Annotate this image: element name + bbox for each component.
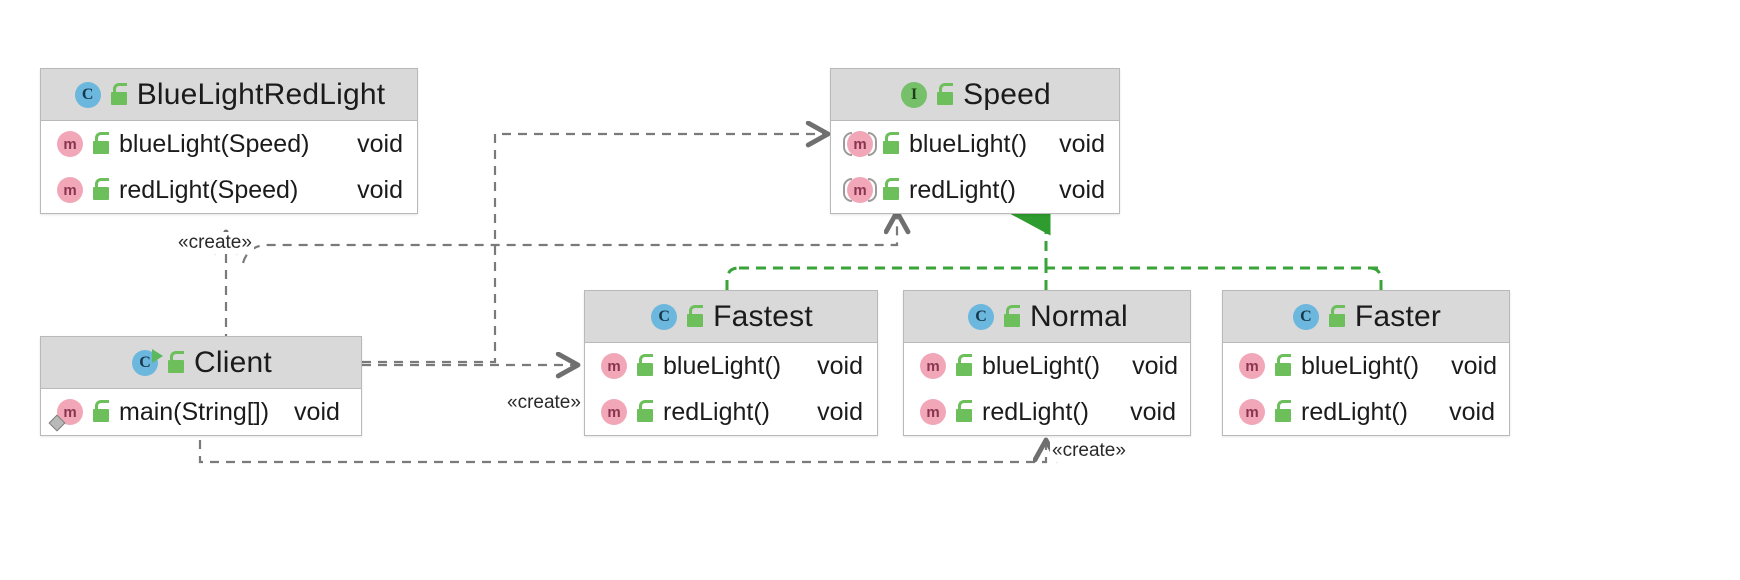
class-icon: C — [649, 302, 679, 332]
class-header-fastest[interactable]: C Fastest — [585, 291, 877, 343]
member-type: void — [1059, 129, 1106, 158]
unlock-icon — [882, 178, 902, 202]
member-row[interactable]: m main(String[]) void — [41, 389, 361, 435]
unlock-icon — [686, 304, 706, 329]
unlock-icon — [167, 350, 187, 375]
class-header-normal[interactable]: C Normal — [904, 291, 1190, 343]
member-type: void — [1451, 351, 1498, 380]
method-icon: m — [599, 397, 629, 427]
method-icon: m — [1237, 397, 1267, 427]
unlock-icon — [955, 354, 975, 378]
unlock-icon — [936, 82, 956, 107]
class-header-faster[interactable]: C Faster — [1223, 291, 1509, 343]
member-row[interactable]: m blueLight() void — [585, 343, 877, 389]
method-icon: m — [55, 129, 85, 159]
class-header-bluelightredlight[interactable]: C BlueLightRedLight — [41, 69, 417, 121]
class-members-client: m main(String[]) void — [41, 389, 361, 435]
member-type: void — [1059, 175, 1105, 204]
member-name: blueLight() — [909, 129, 1028, 158]
member-name: redLight() — [663, 397, 770, 426]
edge-label-create-normal: «create» — [1050, 440, 1128, 462]
edge-label-create-bluelightredlight: «create» — [176, 232, 254, 254]
method-icon: m — [55, 175, 85, 205]
class-name: Faster — [1354, 299, 1442, 333]
class-members-normal: m blueLight() void m redLight() void — [904, 343, 1190, 435]
member-name: blueLight() — [1301, 351, 1420, 380]
method-icon: m — [918, 351, 948, 381]
abstract-method-icon: m — [843, 175, 877, 205]
member-name: redLight(Speed) — [119, 175, 299, 204]
member-type: void — [1132, 351, 1179, 380]
class-icon: C — [1291, 302, 1321, 332]
class-name: Normal — [1030, 299, 1128, 333]
member-type: void — [817, 351, 863, 380]
unlock-icon — [1274, 354, 1294, 378]
member-row[interactable]: m redLight() void — [831, 167, 1119, 213]
member-name: redLight() — [982, 397, 1089, 426]
member-name: blueLight(Speed) — [119, 129, 310, 158]
unlock-icon — [636, 400, 656, 424]
class-name: Fastest — [713, 299, 813, 333]
member-type: void — [357, 129, 403, 158]
abstract-method-icon: m — [843, 129, 877, 159]
class-name: Speed — [963, 77, 1051, 111]
member-row[interactable]: m blueLight(Speed) void — [41, 121, 417, 167]
member-name: redLight() — [909, 175, 1016, 204]
member-name: main(String[]) — [119, 397, 270, 426]
class-box-client[interactable]: C Client m main(String[]) void — [40, 336, 362, 436]
edge-bluelightredlight-depends-speed — [241, 212, 897, 264]
unlock-icon — [636, 354, 656, 378]
class-box-faster[interactable]: C Faster m blueLight() void m — [1222, 290, 1510, 436]
unlock-icon — [92, 178, 112, 202]
member-row[interactable]: m blueLight() void — [904, 343, 1190, 389]
class-name: Client — [194, 345, 272, 379]
method-icon: m — [599, 351, 629, 381]
class-icon: C — [966, 302, 996, 332]
interface-icon: I — [899, 80, 929, 110]
unlock-icon — [955, 400, 975, 424]
member-row[interactable]: m blueLight() void — [1223, 343, 1509, 389]
unlock-icon — [92, 132, 112, 156]
class-header-speed[interactable]: I Speed — [831, 69, 1119, 121]
member-name: blueLight() — [982, 351, 1101, 380]
member-type: void — [1130, 397, 1176, 426]
member-row[interactable]: m redLight() void — [585, 389, 877, 435]
member-type: void — [357, 175, 403, 204]
unlock-icon — [1328, 304, 1348, 329]
unlock-icon — [1003, 304, 1023, 329]
member-type: void — [1449, 397, 1495, 426]
runnable-class-icon: C — [130, 348, 164, 378]
class-name: BlueLightRedLight — [136, 77, 386, 111]
edge-label-create-fastest: «create» — [505, 392, 583, 414]
unlock-icon — [1274, 400, 1294, 424]
class-icon: C — [73, 80, 103, 110]
class-members-faster: m blueLight() void m redLight() void — [1223, 343, 1509, 435]
member-name: blueLight() — [663, 351, 782, 380]
class-box-speed[interactable]: I Speed m blueLight() void — [830, 68, 1120, 214]
class-box-bluelightredlight[interactable]: C BlueLightRedLight m blueLight(Speed) v… — [40, 68, 418, 214]
class-box-fastest[interactable]: C Fastest m blueLight() void m — [584, 290, 878, 436]
edge-realization-bus-to-speed — [725, 212, 1383, 290]
class-members-speed: m blueLight() void m redL — [831, 121, 1119, 213]
run-triangle-icon — [152, 348, 164, 363]
member-row[interactable]: m redLight() void — [904, 389, 1190, 435]
member-type: void — [817, 397, 863, 426]
class-members-fastest: m blueLight() void m redLight() void — [585, 343, 877, 435]
member-type: void — [294, 397, 340, 426]
member-row[interactable]: m blueLight() void — [831, 121, 1119, 167]
static-method-icon: m — [48, 397, 85, 432]
unlock-icon — [110, 82, 130, 107]
member-row[interactable]: m redLight(Speed) void — [41, 167, 417, 213]
member-row[interactable]: m redLight() void — [1223, 389, 1509, 435]
class-header-client[interactable]: C Client — [41, 337, 361, 389]
class-members-bluelightredlight: m blueLight(Speed) void m redLight(Speed… — [41, 121, 417, 213]
unlock-icon — [882, 132, 902, 156]
member-name: redLight() — [1301, 397, 1408, 426]
unlock-icon — [92, 400, 112, 424]
method-icon: m — [1237, 351, 1267, 381]
edge-client-creates-normal — [198, 440, 1046, 464]
method-icon: m — [918, 397, 948, 427]
class-box-normal[interactable]: C Normal m blueLight() void m — [903, 290, 1191, 436]
